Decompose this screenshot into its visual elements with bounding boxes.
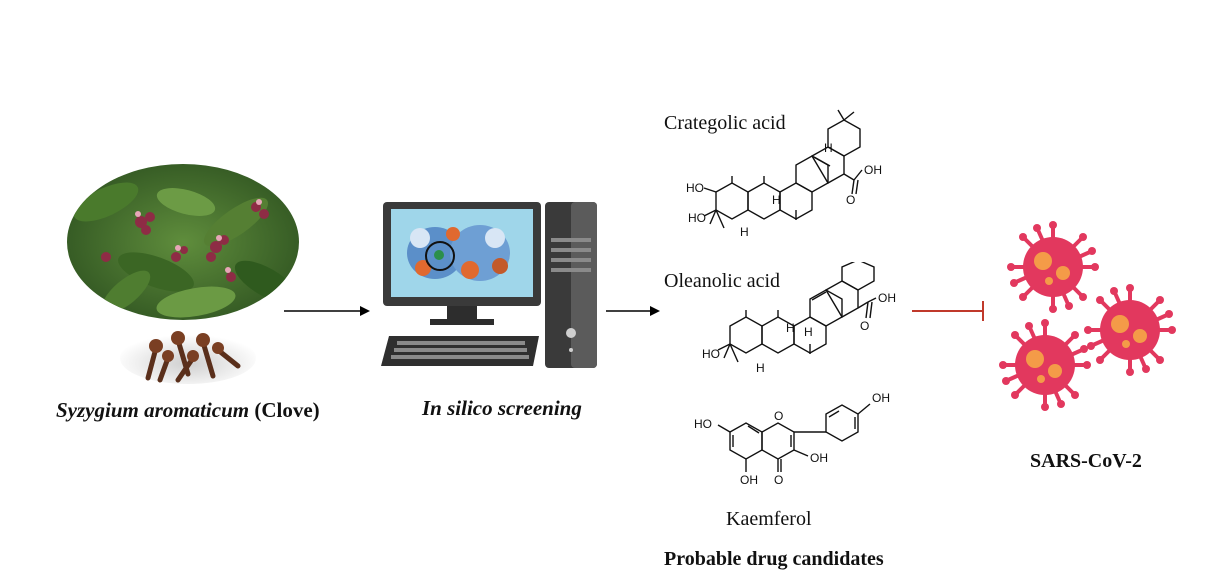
kaemferol-structure: HO O OH OH OH O [694,391,890,487]
screening-caption: In silico screening [422,396,582,420]
dried-cloves-image [120,331,256,384]
oleanolic-acid-structure: HO OH O H H H [702,262,896,375]
svg-text:OH: OH [864,163,882,177]
svg-text:H: H [772,193,781,207]
compound-label-kaemferol: Kaemferol [726,508,812,530]
svg-text:O: O [860,319,869,333]
svg-text:H: H [804,325,813,339]
svg-text:O: O [846,193,855,207]
candidates-caption: Probable drug candidates [664,548,884,570]
target-label: SARS-CoV-2 [1030,450,1142,472]
arrow-1 [284,306,370,316]
svg-text:O: O [774,409,783,423]
svg-text:OH: OH [872,391,890,405]
svg-text:OH: OH [740,473,758,487]
svg-text:H: H [824,141,833,155]
svg-text:HO: HO [694,417,712,431]
svg-text:HO: HO [702,347,720,361]
protein-structure [407,225,510,281]
clove-plant-image [67,164,299,320]
compound-label-oleanolic: Oleanolic acid [664,270,781,292]
svg-text:O: O [774,473,783,487]
svg-text:H: H [740,225,749,239]
svg-text:OH: OH [878,291,896,305]
arrow-2 [606,306,660,316]
crategolic-acid-structure: HO HO OH O H H H [686,109,882,239]
svg-text:H: H [756,361,765,375]
compound-label-crategolic: Crategolic acid [664,112,786,134]
svg-text:H: H [786,321,795,335]
source-caption: Syzygium aromaticum (Clove) [56,398,320,422]
sars-cov-2-virus-icon [997,219,1178,413]
svg-text:HO: HO [686,181,704,195]
inhibition-arrow [912,301,984,321]
svg-text:HO: HO [688,211,706,225]
computer-icon [381,202,597,368]
svg-text:OH: OH [810,451,828,465]
